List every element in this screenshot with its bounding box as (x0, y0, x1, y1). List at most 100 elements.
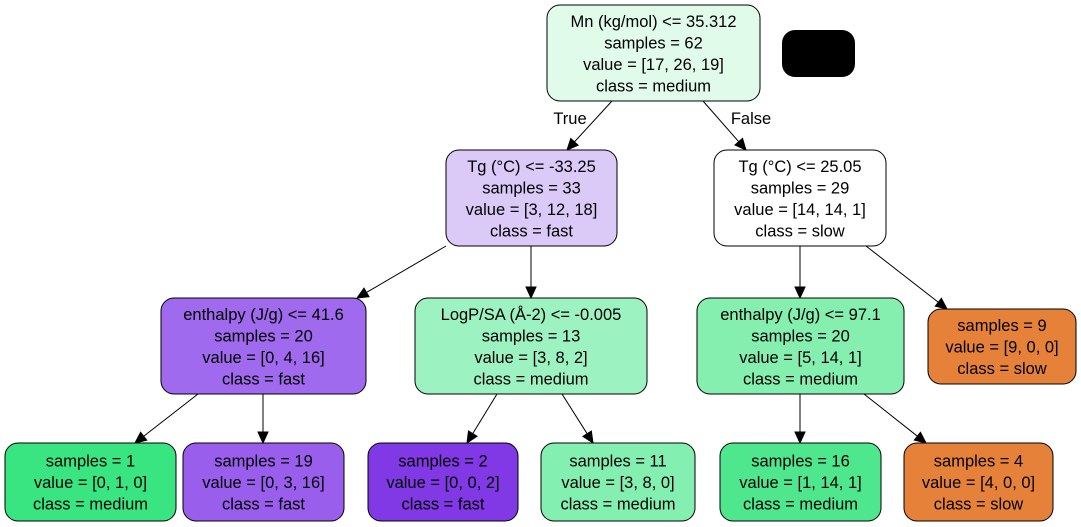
arrowhead-icon (794, 286, 806, 300)
node-box (182, 442, 345, 522)
node-line: class = medium (560, 496, 675, 514)
redaction-box (782, 30, 855, 77)
edge-n4-n9 (466, 393, 498, 445)
node-line: samples = 62 (604, 34, 703, 52)
node-box (719, 442, 882, 522)
arrowhead-icon (134, 431, 148, 444)
node-line: value = [0, 4, 16] (202, 349, 324, 367)
arrowhead-icon (734, 137, 747, 151)
node-line: class = fast (402, 496, 485, 514)
node-line: value = [3, 12, 18] (466, 201, 598, 219)
node-line: class = medium (743, 496, 858, 514)
node-box (713, 149, 887, 247)
arrowhead-icon (794, 431, 806, 445)
node-line: Mn (kg/mol) <= 35.312 (571, 13, 737, 31)
edge-line (143, 393, 199, 437)
edge-line (702, 100, 740, 143)
node-box (927, 308, 1077, 385)
node-line: samples = 4 (934, 453, 1023, 471)
node-box (367, 442, 519, 522)
node-line: class = medium (473, 370, 588, 388)
node-line: class = fast (222, 496, 305, 514)
edge-line (865, 245, 939, 303)
edges-layer: True False (134, 100, 948, 445)
tree-node-n4: LogP/SA (Å-2) <= -0.005 samples = 13 value… (414, 297, 648, 395)
node-box (160, 297, 367, 395)
edge-line (561, 393, 588, 434)
edge-line (574, 100, 613, 143)
edge-n0-n1: True (553, 100, 613, 151)
node-line: value = [0, 3, 16] (202, 474, 324, 492)
node-line: value = [5, 14, 1] (739, 349, 861, 367)
node-line: class = slow (934, 496, 1023, 514)
node-line: value = [0, 1, 0] (34, 474, 147, 492)
edge-line (863, 393, 918, 437)
edge-n1-n3 (355, 245, 447, 299)
arrowhead-icon (566, 137, 580, 151)
node-box (414, 297, 648, 395)
edge-n3-n8 (257, 394, 269, 445)
node-line: class = medium (743, 370, 858, 388)
node-line: class = slow (755, 222, 844, 240)
node-line: value = [14, 14, 1] (734, 201, 866, 219)
edge-line (472, 393, 498, 434)
node-line: samples = 29 (751, 179, 850, 197)
node-line: Tg (°C) <= -33.25 (467, 158, 596, 176)
node-line: class = medium (596, 77, 711, 95)
node-box (903, 442, 1054, 522)
node-box (696, 297, 905, 395)
nodes-layer: Mn (kg/mol) <= 35.312 samples = 62 value =… (4, 4, 1077, 522)
node-line: value = [0, 0, 2] (386, 474, 499, 492)
edge-n1-n4 (525, 246, 537, 300)
edge-label: False (731, 110, 771, 128)
node-line: samples = 20 (751, 327, 850, 345)
arrowhead-icon (913, 431, 927, 444)
node-line: class = fast (490, 222, 573, 240)
node-line: class = slow (957, 360, 1046, 378)
edge-n2-n6 (865, 245, 948, 310)
tree-node-n11: samples = 16 value = [1, 14, 1] class = me… (719, 442, 882, 522)
node-box (546, 4, 761, 102)
arrowhead-icon (257, 431, 269, 445)
node-line: Tg (°C) <= 25.05 (738, 158, 861, 176)
edge-n2-n5 (794, 246, 806, 300)
node-box (4, 442, 177, 522)
node-line: value = [3, 8, 0] (561, 474, 674, 492)
tree-node-n12: samples = 4 value = [4, 0, 0] class = slow (903, 442, 1054, 522)
tree-node-n2: Tg (°C) <= 25.05 samples = 29 value = [14,… (713, 149, 887, 247)
edge-n4-n10 (561, 393, 594, 445)
edge-n0-n2: False (702, 100, 771, 151)
node-line: LogP/SA (Å-2) <= -0.005 (441, 305, 622, 324)
node-line: samples = 13 (482, 327, 581, 345)
node-line: samples = 33 (482, 179, 581, 197)
arrowhead-icon (934, 297, 948, 310)
node-line: samples = 20 (214, 327, 313, 345)
edge-line (366, 245, 447, 293)
arrowhead-icon (355, 287, 370, 299)
tree-node-n10: samples = 11 value = [3, 8, 0] class = med… (540, 442, 696, 522)
node-box (445, 149, 618, 247)
node-line: value = [3, 8, 2] (474, 349, 587, 367)
edge-n3-n7 (134, 393, 199, 444)
node-line: samples = 2 (398, 453, 487, 471)
node-line: samples = 11 (569, 453, 666, 471)
tree-node-n9: samples = 2 value = [0, 0, 2] class = fast (367, 442, 519, 522)
tree-node-n1: Tg (°C) <= -33.25 samples = 33 value = [3,… (445, 149, 618, 247)
arrowhead-icon (581, 430, 594, 445)
edge-label: True (553, 110, 586, 128)
node-line: samples = 1 (46, 453, 135, 471)
node-line: samples = 16 (751, 453, 850, 471)
edge-n5-n11 (794, 394, 806, 445)
node-line: value = [1, 14, 1] (739, 474, 861, 492)
arrowhead-icon (466, 430, 478, 445)
node-line: class = fast (222, 370, 305, 388)
node-line: value = [4, 0, 0] (922, 474, 1035, 492)
node-line: value = [9, 0, 0] (945, 339, 1058, 357)
